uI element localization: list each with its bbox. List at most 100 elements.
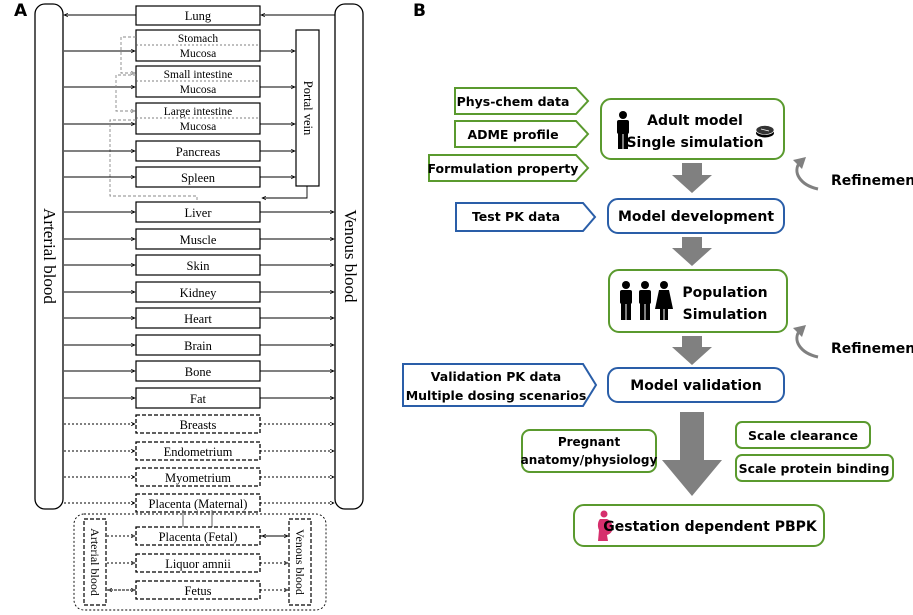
organ-row: Fat — [64, 387, 334, 409]
organ-liquor-amnii-label: Liquor amnii — [165, 557, 231, 571]
flow-arrow-3 — [672, 336, 712, 365]
fetal-organ-row: Fetus — [107, 580, 288, 600]
person-icon — [617, 111, 629, 149]
gut-organ: Small intestine Mucosa — [64, 65, 295, 98]
organ-row: Brain — [64, 334, 334, 356]
maternal-organ-row: Placenta (Maternal) — [64, 493, 334, 513]
organ-row: Muscle — [64, 228, 334, 250]
fetal-arterial-label: Arterial blood — [88, 528, 102, 596]
portal-organ: Pancreas — [64, 140, 295, 162]
portal-vein-label: Portal vein — [301, 81, 315, 136]
pregnant-anatomy-line1: Pregnant — [558, 435, 621, 449]
adult-model-subtitle: Single simulation — [626, 135, 763, 151]
organ-lung-box — [135, 5, 261, 26]
organ-muscle-label: Muscle — [180, 233, 217, 247]
pregnant-anatomy-line2: anatomy/physiology — [521, 453, 658, 467]
gut-organ: Large intestine Mucosa — [64, 102, 295, 135]
refinement-label-1: Refinement — [831, 173, 913, 189]
scale-clearance-box — [735, 421, 871, 449]
organ-myometrium-label: Myometrium — [165, 471, 231, 485]
panel-b: B Phys-chem data ADME profile Formulatio… — [402, 1, 913, 547]
organ-liver-label: Liver — [184, 206, 212, 220]
maternal-organ-row: Endometrium — [64, 441, 334, 461]
organ-stomach-label: Stomach — [178, 33, 218, 45]
input-test-pk-box — [455, 202, 597, 232]
organ-row: Kidney — [64, 281, 334, 303]
maternal-organ-row: Myometrium — [64, 467, 334, 487]
population-box — [608, 269, 788, 333]
organ-skin-label: Skin — [187, 259, 211, 273]
model-development-box — [607, 198, 785, 234]
model-development-label: Model development — [618, 209, 774, 225]
input-test-pk-label: Test PK data — [472, 209, 560, 224]
model-validation-box — [607, 367, 785, 403]
organ-spleen-label: Spleen — [181, 171, 216, 185]
adult-model-title: Adult model — [647, 113, 743, 129]
gestation-pbpk-box — [573, 504, 825, 547]
organ-pancreas-label: Pancreas — [176, 145, 221, 159]
organ-lung-label: Lung — [185, 9, 212, 23]
population-title: Population — [682, 285, 767, 301]
flow-arrow-4 — [662, 412, 722, 496]
organ-large-intestine-label: Large intestine — [164, 106, 232, 118]
input-validation-line1: Validation PK data — [431, 369, 561, 384]
organ-row: Bone — [64, 360, 334, 382]
input-adme-label: ADME profile — [467, 127, 558, 142]
organ-small-intestine-label: Small intestine — [164, 69, 233, 81]
gut-organ: Stomach Mucosa — [64, 29, 295, 62]
arterial-blood-column — [34, 3, 64, 510]
portal-to-liver-arrow — [262, 186, 308, 198]
organ-breasts-label: Breasts — [180, 418, 217, 432]
organ-bone-label: Bone — [185, 365, 212, 379]
organ-fetus-label: Fetus — [184, 584, 211, 598]
fetal-venous-column — [288, 518, 312, 606]
population-subtitle: Simulation — [683, 307, 768, 323]
input-phys-chem-label: Phys-chem data — [457, 94, 570, 109]
input-formulation-label: Formulation property — [428, 161, 579, 176]
organ-endometrium-label: Endometrium — [164, 445, 233, 459]
portal-organ: Spleen — [64, 166, 295, 188]
panel-b-label: B — [413, 1, 426, 21]
population-people-icon — [620, 281, 673, 320]
fetal-arterial-column — [83, 518, 107, 606]
fetal-venous-label: Venous blood — [293, 529, 307, 595]
organ-stomach-mucosa-label: Mucosa — [180, 48, 216, 60]
pill-icon — [755, 125, 775, 138]
fetal-return-flow — [108, 536, 288, 590]
organ-large-intestine-mucosa-label: Mucosa — [180, 121, 216, 133]
flow-arrow-2 — [672, 237, 712, 266]
panel-a: A Arterial blood Venous blood Lung Porta… — [14, 1, 364, 611]
organ-fat-label: Fat — [190, 392, 207, 406]
organ-small-intestine-mucosa-label: Mucosa — [180, 84, 216, 96]
refinement-arrowhead-2 — [793, 325, 806, 337]
pregnant-woman-icon — [597, 510, 613, 541]
refinement-arrowhead-1 — [793, 157, 806, 169]
organ-placenta-maternal-label: Placenta (Maternal) — [149, 497, 248, 511]
gestation-pbpk-label: Gestation dependent PBPK — [603, 519, 818, 535]
fetal-compartment — [73, 513, 327, 611]
arterial-blood-label: Arterial blood — [40, 208, 59, 304]
fetal-organ-row: Liquor amnii — [107, 553, 288, 573]
venous-blood-label: Venous blood — [341, 209, 360, 303]
scale-protein-box — [735, 454, 894, 482]
organ-row: Liver — [64, 201, 334, 223]
maternal-organ-row: Breasts — [64, 414, 334, 434]
adult-model-box — [600, 98, 785, 160]
model-validation-label: Model validation — [630, 378, 761, 394]
organ-brain-label: Brain — [184, 339, 213, 353]
organ-placenta-fetal-label: Placenta (Fetal) — [159, 530, 238, 544]
scale-clearance-label: Scale clearance — [748, 428, 858, 443]
organ-row: Skin — [64, 254, 334, 276]
organ-kidney-label: Kidney — [180, 286, 218, 300]
venous-blood-column — [334, 3, 364, 510]
gut-lumen-transit-lines — [109, 36, 198, 201]
input-validation-box — [402, 363, 598, 407]
flow-arrow-1 — [672, 163, 712, 193]
organ-row: Heart — [64, 307, 334, 329]
pregnant-anatomy-box — [521, 429, 657, 473]
fetal-organ-row: Placenta (Fetal) — [107, 526, 288, 546]
input-validation-line2: Multiple dosing scenarios — [406, 388, 587, 403]
